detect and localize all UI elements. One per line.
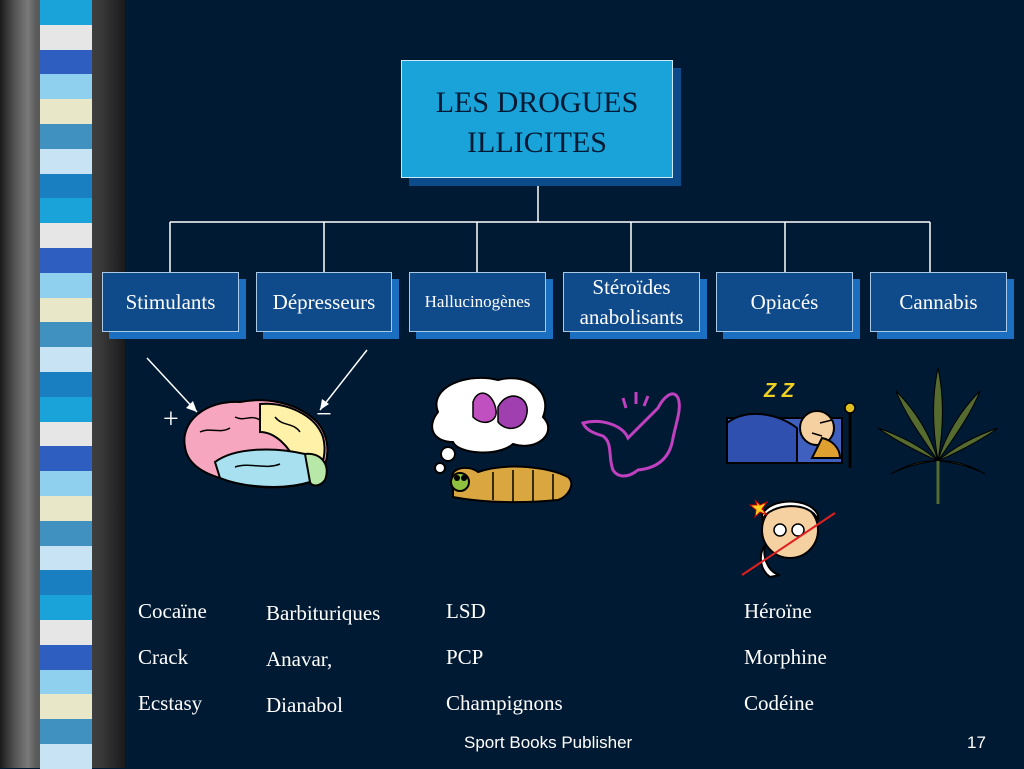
sidebar-stripe [40, 644, 92, 670]
category-stimulants: Stimulants [102, 272, 239, 332]
drug-item: Anavar, [266, 647, 333, 671]
sleeping-person-icon [726, 402, 856, 468]
category-hallucinogenes: Hallucinogènes [409, 272, 546, 332]
sidebar-stripe [40, 396, 92, 422]
category-steroides: Stéroïdes anabolisants [563, 272, 700, 332]
sidebar-stripes [40, 0, 92, 769]
drug-item: Codéine [744, 691, 814, 715]
flexing-arm-icon [580, 392, 681, 478]
drug-item: Héroïne [744, 599, 812, 623]
cannabis-leaf-icon [877, 367, 999, 504]
category-cannabis: Cannabis [870, 272, 1007, 332]
sidebar-stripe [40, 371, 92, 397]
drug-item: Morphine [744, 645, 827, 669]
sidebar-stripe [40, 421, 92, 447]
sidebar-stripe [40, 272, 92, 298]
sidebar-stripe [40, 595, 92, 620]
category-label-line-2: anabolisants [579, 305, 684, 329]
title-box: LES DROGUES ILLICITES [401, 60, 673, 178]
drug-item: Champignons [446, 691, 563, 715]
brain-icon [183, 399, 329, 489]
sidebar-stripe [40, 471, 92, 496]
category-label-line-1: Stéroïdes [592, 275, 671, 299]
sidebar-stripe [40, 198, 92, 224]
sleep-zz-text: Z Z [764, 380, 794, 402]
sidebar-stripe [40, 24, 92, 50]
sidebar-stripe [40, 743, 92, 769]
sidebar-stripe [40, 148, 92, 174]
drug-item: Crack [138, 645, 189, 669]
sidebar-stripe [40, 173, 92, 199]
footer-publisher: Sport Books Publisher [464, 733, 633, 752]
minus-sign: − [316, 399, 332, 430]
sidebar-stripe [40, 0, 92, 25]
category-label: Hallucinogènes [424, 292, 531, 311]
drug-item: Barbituriques [266, 601, 381, 625]
category-label: Opiacés [750, 290, 819, 314]
sidebar-stripe [40, 247, 92, 273]
sidebar-stripe [40, 495, 92, 521]
sidebar-stripe [40, 49, 92, 75]
sidebar-stripe [40, 719, 92, 744]
sidebar-stripe [40, 322, 92, 348]
sidebar-stripe [40, 570, 92, 596]
drug-list-opiaces: Héroïne Morphine Codéine [744, 588, 827, 726]
drug-item: Ecstasy [138, 691, 203, 715]
sidebar-stripe [40, 347, 92, 372]
sidebar-stripe [40, 297, 92, 323]
sidebar-stripe [40, 545, 92, 571]
title-line-1: LES DROGUES [435, 86, 639, 119]
drug-item: PCP [446, 645, 484, 669]
sidebar-stripe [40, 123, 92, 149]
page-number: 17 [967, 733, 986, 752]
sidebar-stripe [40, 669, 92, 695]
sidebar-stripe [40, 99, 92, 124]
sidebar-stripe [40, 520, 92, 546]
sidebar-stripe [40, 446, 92, 472]
category-depresseurs: Dépresseurs [256, 272, 392, 332]
category-label: Cannabis [899, 290, 978, 314]
sidebar-stripe [40, 694, 92, 720]
title-line-2: ILLICITES [467, 126, 607, 159]
drug-item: LSD [446, 599, 486, 623]
plus-sign: + [163, 404, 179, 435]
drug-list-stimulants: Cocaïne Crack Ecstasy [138, 588, 207, 726]
headache-person-icon [741, 499, 836, 579]
category-opiaces: Opiacés [716, 272, 853, 332]
drug-item: Cocaïne [138, 599, 207, 623]
drug-list-hallucinogenes: LSD PCP Champignons [446, 588, 563, 726]
sidebar-stripe [40, 619, 92, 645]
category-label: Dépresseurs [272, 290, 376, 314]
butterfly-dream-icon [431, 376, 573, 504]
drug-list-depresseurs: Barbituriques Anavar, Dianabol [266, 590, 380, 728]
sidebar-stripe [40, 223, 92, 248]
category-label: Stimulants [125, 290, 216, 314]
drug-item: Dianabol [266, 693, 343, 717]
sidebar-stripe [40, 74, 92, 100]
